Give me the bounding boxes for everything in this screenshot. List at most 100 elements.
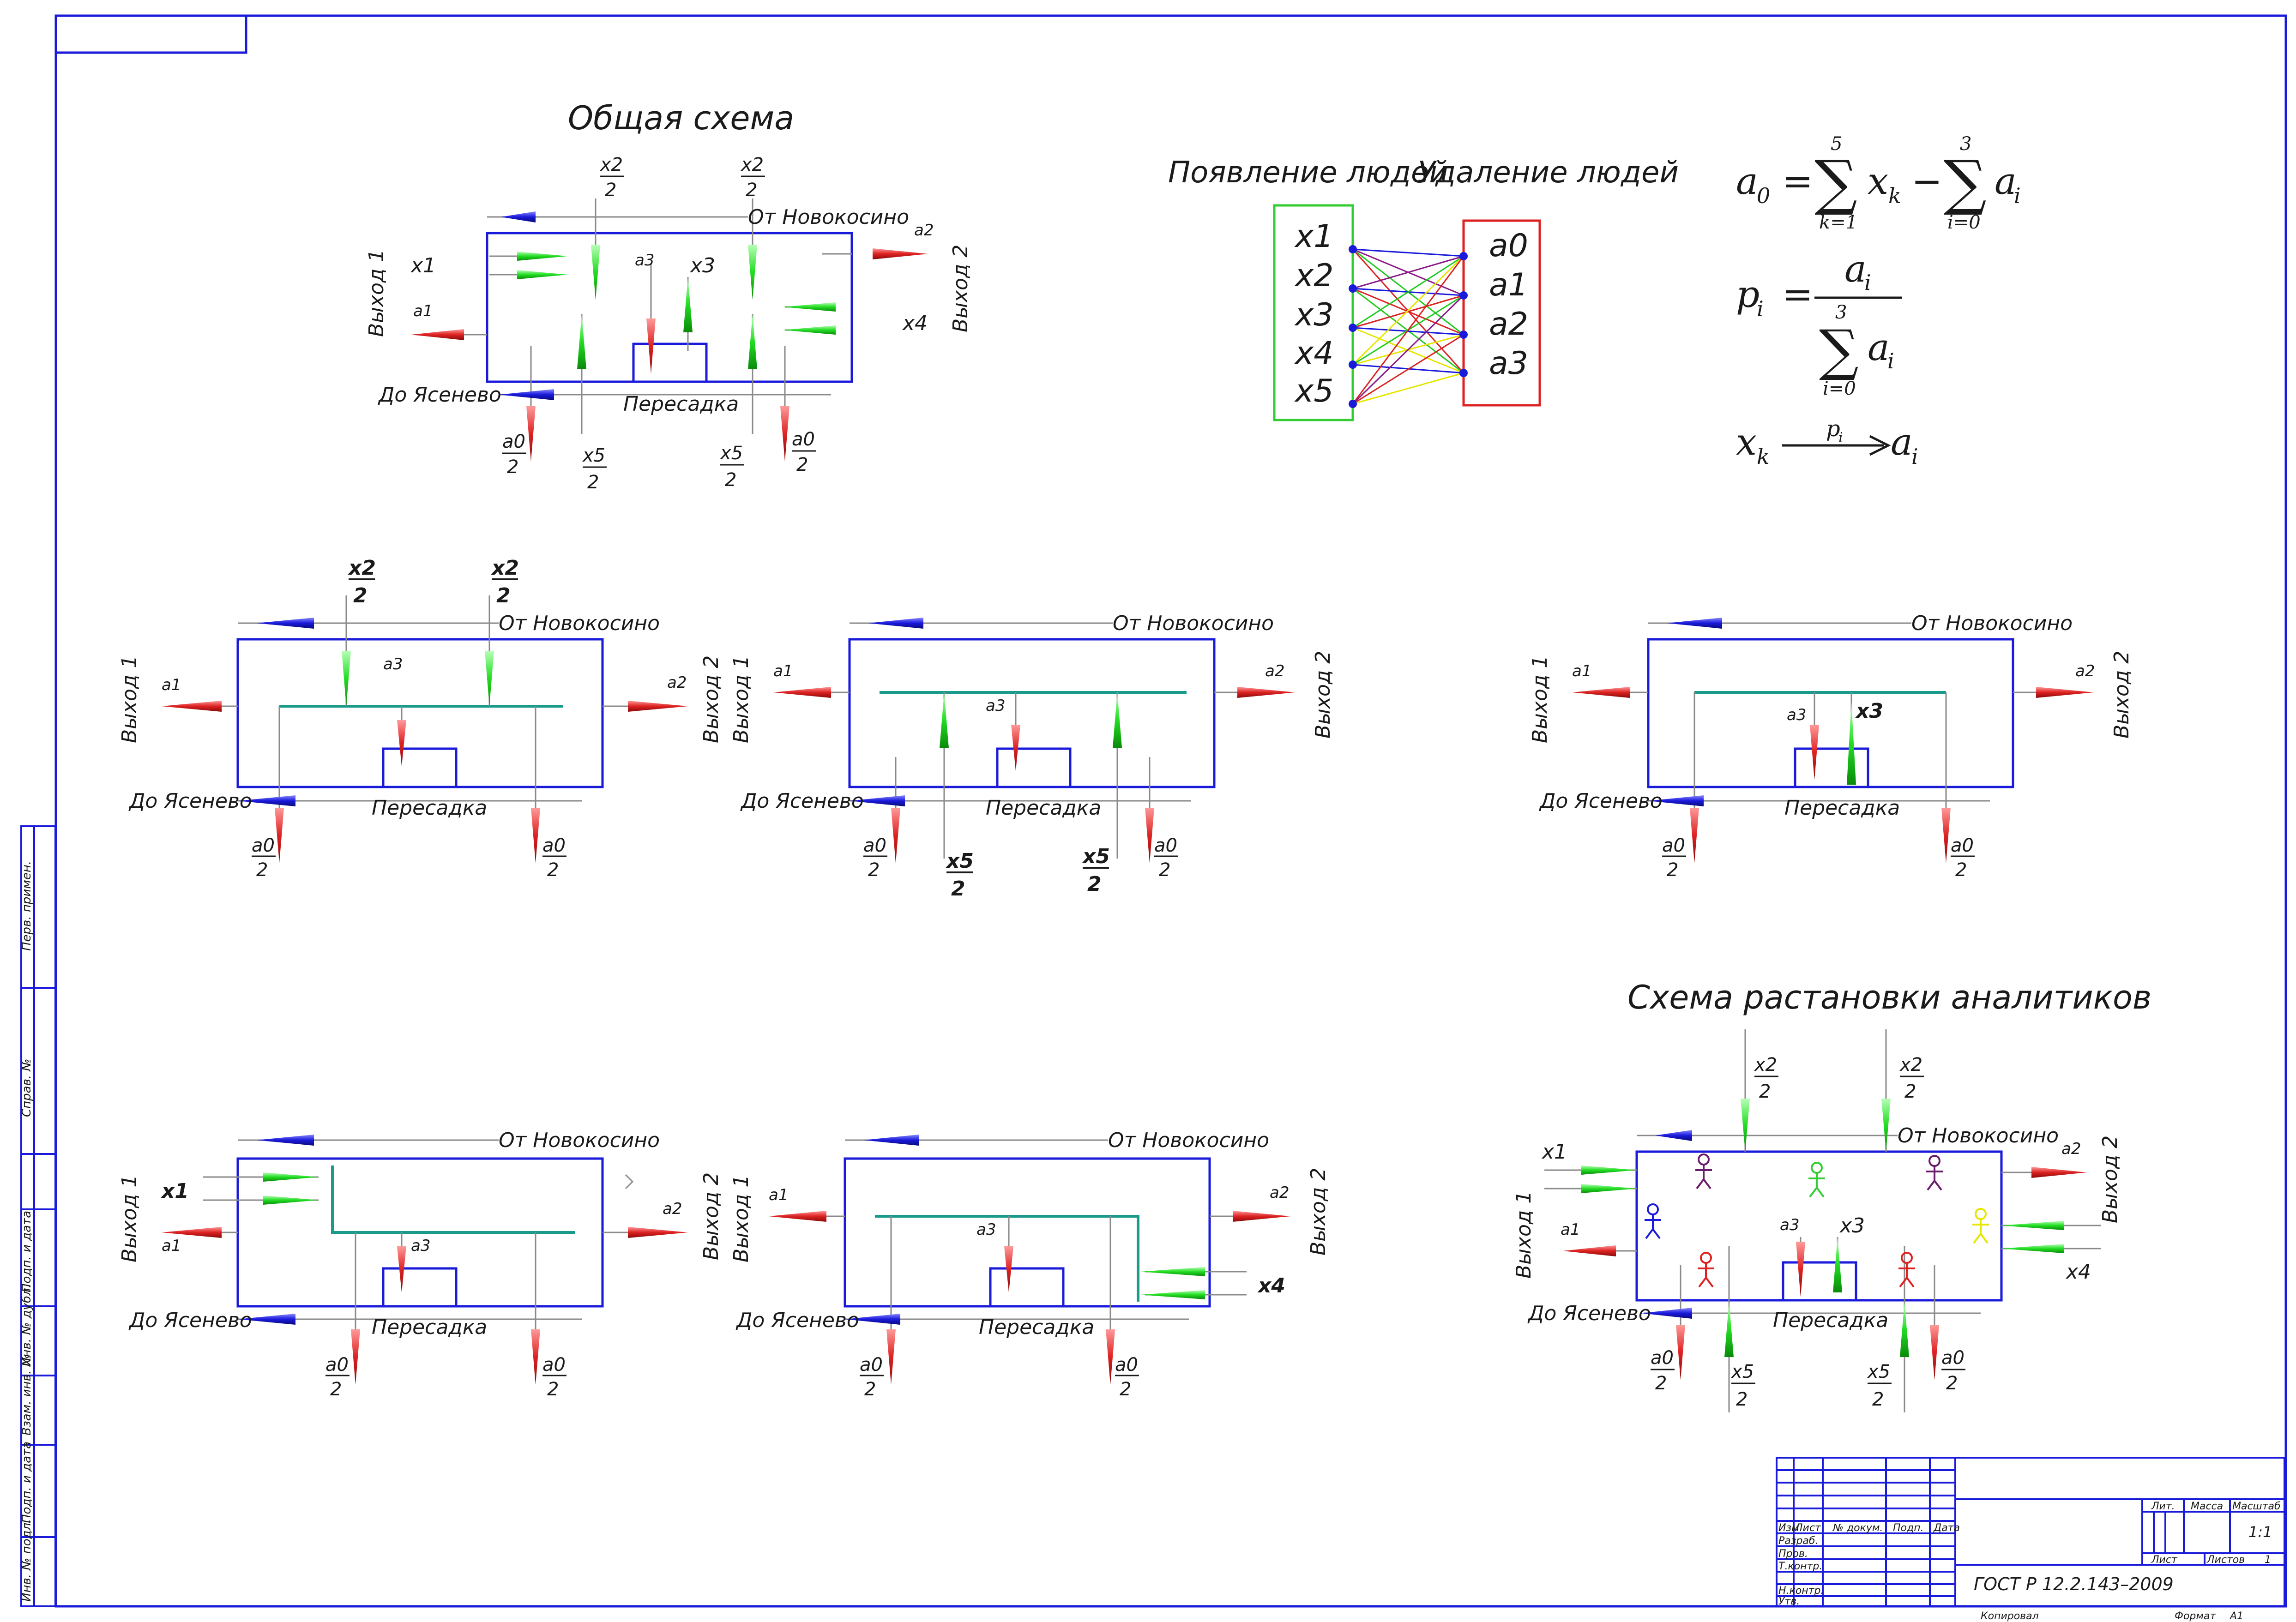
analyst-figure-5 bbox=[1972, 1208, 1989, 1244]
p5-a0-right-num: a0 bbox=[1115, 1354, 1138, 1376]
an-x2-left-den: 2 bbox=[1759, 1081, 1771, 1102]
sink-a2: a2 bbox=[1489, 306, 1528, 342]
analyst-figure-2 bbox=[1808, 1162, 1825, 1198]
analyst-figure-4 bbox=[1645, 1203, 1661, 1239]
p4-a0-left-den: 2 bbox=[330, 1379, 342, 1400]
f1-ai: i bbox=[2014, 183, 2021, 208]
source-x2: x2 bbox=[1294, 258, 1334, 294]
gs-a3: a3 bbox=[635, 251, 654, 270]
an-a1: a1 bbox=[1561, 1220, 1580, 1239]
p3-from: От Новокосино bbox=[1911, 612, 2073, 635]
an-x5-left-den: 2 bbox=[1736, 1389, 1748, 1410]
p2-a3: a3 bbox=[986, 697, 1005, 715]
tb-prov: Пров. bbox=[1778, 1548, 1808, 1560]
tb-col-sign: Подп. bbox=[1893, 1522, 1924, 1534]
tb-col-list: Лист bbox=[1795, 1522, 1821, 1534]
gs-x2-right-den: 2 bbox=[746, 180, 757, 201]
gs-x1: x1 bbox=[410, 254, 436, 277]
p3-exit2: Выход 2 bbox=[2110, 651, 2133, 739]
an-x2-left-num: x2 bbox=[1754, 1054, 1777, 1075]
tb-utv: Утв. bbox=[1778, 1596, 1800, 1607]
p5-a2: a2 bbox=[1270, 1183, 1289, 1202]
an-x2-right-den: 2 bbox=[1904, 1081, 1916, 1102]
p2-a2: a2 bbox=[1265, 662, 1284, 680]
p5-transfer: Пересадка bbox=[979, 1316, 1094, 1339]
p1-x2-right-num: x2 bbox=[491, 556, 519, 580]
p4-a1: a1 bbox=[162, 1237, 181, 1255]
an-a0-left-den: 2 bbox=[1655, 1373, 1667, 1394]
side-stamp-6: Подп. и дата bbox=[20, 1442, 34, 1523]
tb-listov-val: 1 bbox=[2265, 1554, 2271, 1566]
side-stamp-7: Инв. № подл. bbox=[20, 1519, 34, 1602]
p1-x2-left-num: x2 bbox=[348, 556, 376, 580]
tb-col-date: Дата bbox=[1933, 1522, 1960, 1534]
f3-x: x bbox=[1736, 421, 1757, 463]
tb-gost: ГОСТ Р 12.2.143–2009 bbox=[1974, 1574, 2174, 1594]
p1-exit1: Выход 1 bbox=[118, 655, 141, 743]
f1-a2: a bbox=[1995, 160, 2017, 203]
source-x1: x1 bbox=[1294, 218, 1334, 255]
f1-sum2: ∑ bbox=[1944, 147, 1987, 217]
f1-sum2-top: 3 bbox=[1960, 133, 1971, 155]
panel-x5: От Новокосино До Ясенево Пересадка Выход… bbox=[729, 612, 1335, 901]
f1-sub0: 0 bbox=[1757, 183, 1770, 208]
gs-x2-left-den: 2 bbox=[605, 180, 616, 201]
p5-a0-left-num: a0 bbox=[860, 1354, 883, 1376]
p2-a0-right-den: 2 bbox=[1159, 859, 1170, 881]
p4-to: До Ясенево bbox=[128, 1309, 252, 1332]
p4-a0-right-num: a0 bbox=[542, 1354, 566, 1376]
an-x5-left-num: x5 bbox=[1730, 1361, 1754, 1382]
formulas: a 0 = ∑ 5 k=1 x k − ∑ 3 i=0 a i p i = a … bbox=[1736, 133, 2021, 469]
an-exit2: Выход 2 bbox=[2098, 1135, 2122, 1223]
gs-from-label: От Новокосино bbox=[748, 205, 909, 229]
side-stamp-1: Перв. примен. bbox=[20, 861, 34, 951]
f2-den-bot: i=0 bbox=[1823, 378, 1856, 399]
sink-a1: a1 bbox=[1489, 267, 1528, 303]
p4-a3: a3 bbox=[411, 1237, 430, 1255]
gs-a0-left-num: a0 bbox=[502, 431, 525, 452]
corner-stamp bbox=[54, 14, 247, 54]
panel-x2: От Новокосино До Ясенево Пересадка Выход… bbox=[118, 556, 723, 881]
p2-to: До Ясенево bbox=[740, 789, 864, 813]
gs-a1: a1 bbox=[413, 302, 433, 320]
p2-from: От Новокосино bbox=[1113, 612, 1274, 635]
gs-a0-right-num: a0 bbox=[792, 429, 815, 450]
p4-x1: x1 bbox=[161, 1179, 189, 1203]
tb-masshtab: Масштаб bbox=[2232, 1501, 2281, 1512]
p2-a1: a1 bbox=[773, 662, 793, 680]
gs-a2: a2 bbox=[914, 221, 934, 240]
f3-ai: i bbox=[1911, 444, 1918, 469]
an-x5-right-den: 2 bbox=[1872, 1389, 1884, 1410]
an-x3: x3 bbox=[1839, 1214, 1865, 1238]
side-stamp-labels: Перв. примен. Справ. № Подп. и дата Инв.… bbox=[20, 861, 34, 1602]
gs-to-label: До Ясенево bbox=[378, 383, 501, 407]
sources-box bbox=[1273, 204, 1354, 421]
p2-x5-left-num: x5 bbox=[946, 849, 974, 873]
p3-to: До Ясенево bbox=[1539, 789, 1663, 813]
an-a0-right-den: 2 bbox=[1946, 1373, 1958, 1394]
f2-eq: = bbox=[1782, 273, 1813, 316]
tb-massa: Масса bbox=[2191, 1501, 2223, 1512]
p5-a3: a3 bbox=[976, 1220, 996, 1239]
p2-x5-right-num: x5 bbox=[1082, 845, 1110, 868]
tb-razrab: Разраб. bbox=[1778, 1535, 1818, 1547]
p4-from: От Новокосино bbox=[499, 1129, 660, 1152]
p2-a0-left-den: 2 bbox=[868, 859, 880, 881]
p1-a0-left-den: 2 bbox=[256, 859, 268, 881]
p5-to: До Ясенево bbox=[735, 1309, 859, 1332]
p3-a0-left-num: a0 bbox=[1662, 835, 1685, 856]
general-scheme: От Новокосино До Ясенево Пересадка Выход… bbox=[365, 154, 972, 493]
title-block: Изм Лист № докум. Подп. Дата Разраб. Про… bbox=[1776, 1457, 2285, 1622]
tb-tkontr: Т.контр. bbox=[1778, 1561, 1822, 1572]
f1-sum2-bot: i=0 bbox=[1947, 212, 1981, 233]
f2-den-sum: ∑ bbox=[1819, 318, 1859, 383]
gs-exit1-label: Выход 1 bbox=[365, 249, 388, 337]
source-x3: x3 bbox=[1294, 297, 1334, 333]
analyst-figure-3 bbox=[1926, 1155, 1943, 1191]
p1-a3: a3 bbox=[383, 655, 403, 673]
side-stamps bbox=[20, 825, 56, 1607]
tb-col-doc: № докум. bbox=[1832, 1522, 1883, 1534]
p2-a0-left-num: a0 bbox=[863, 835, 886, 856]
tb-listov: Листов bbox=[2206, 1554, 2245, 1566]
p3-transfer: Пересадка bbox=[1784, 796, 1900, 820]
